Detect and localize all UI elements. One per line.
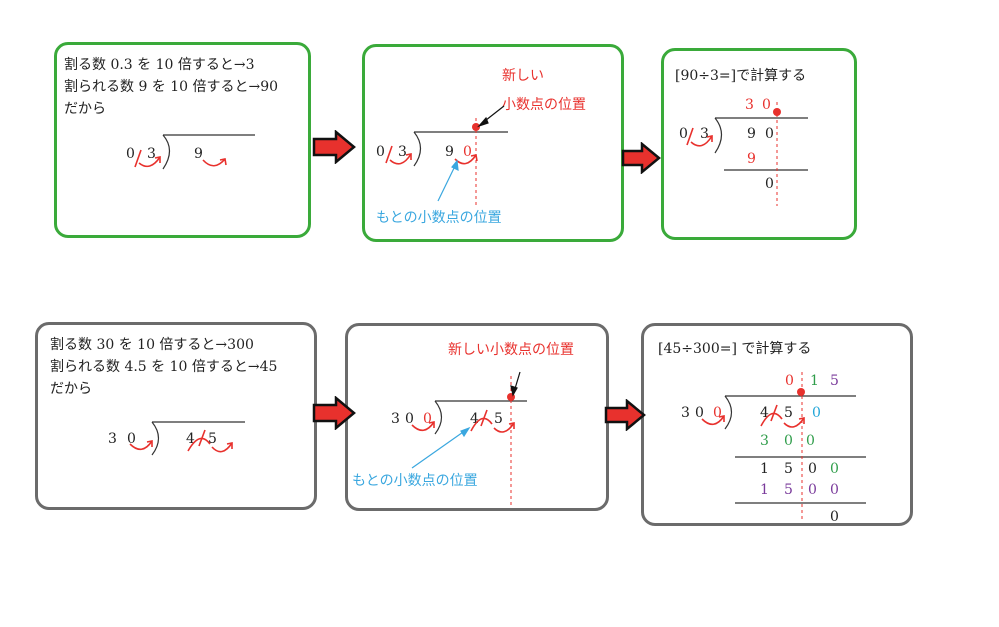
calc-title: [45÷300=] で計算する xyxy=(658,341,812,357)
arrow-right-icon xyxy=(312,130,356,164)
divisor-digit: 0 xyxy=(423,411,432,427)
calc-title: [90÷3=]で計算する xyxy=(675,68,807,84)
dividend-digit: 0 xyxy=(765,126,774,142)
dividend-digit: 5 xyxy=(784,405,793,421)
dividend-digit: 0 xyxy=(463,144,472,160)
remainder-digit: 0 xyxy=(808,461,817,477)
quotient-digit: 0 xyxy=(785,373,794,389)
divisor-digit: 3 xyxy=(398,144,407,160)
divisor-digit: 0 xyxy=(405,411,414,427)
divisor-digit: 3 xyxy=(108,431,117,447)
quotient-digit: 0 xyxy=(762,97,771,113)
panel-top-middle xyxy=(362,44,624,242)
quotient-digit: 3 xyxy=(745,97,754,113)
text-line-3: だから xyxy=(50,381,92,397)
divisor-digit: 0 xyxy=(695,405,704,421)
remainder-digit: 1 xyxy=(760,461,769,477)
new-point-label: 新しい小数点の位置 xyxy=(448,342,574,358)
quotient-digit: 5 xyxy=(830,373,839,389)
dividend-digit: 5 xyxy=(208,431,217,447)
dividend-digit: 0 xyxy=(812,405,821,421)
dividend-digit: 9 xyxy=(194,146,203,162)
text-line-1: 割る数 30 を 10 倍すると→300 xyxy=(50,337,254,353)
arrow-right-icon xyxy=(621,142,661,174)
dividend-digit: 4 xyxy=(470,411,479,427)
divisor-digit: 3 xyxy=(681,405,690,421)
remainder-digit: 0 xyxy=(830,509,839,525)
dividend-digit: 9 xyxy=(445,144,454,160)
arrow-right-icon xyxy=(604,399,646,431)
new-point-label: 小数点の位置 xyxy=(502,97,586,113)
dividend-digit: 4 xyxy=(186,431,195,447)
subtraction-digit: 0 xyxy=(784,433,793,449)
dividend-digit: 4 xyxy=(760,405,769,421)
text-line-2: 割られる数 9 を 10 倍すると→90 xyxy=(64,79,279,95)
divisor-digit: 0 xyxy=(679,126,688,142)
dividend-digit: 9 xyxy=(747,126,756,142)
divisor-digit: 0 xyxy=(126,146,135,162)
remainder-digit: 0 xyxy=(765,176,774,192)
original-point-label: もとの小数点の位置 xyxy=(352,473,478,489)
text-line-1: 割る数 0.3 を 10 倍すると→3 xyxy=(64,57,255,73)
subtraction-digit: 5 xyxy=(784,482,793,498)
divisor-digit: 3 xyxy=(391,411,400,427)
subtraction-digit: 0 xyxy=(830,482,839,498)
divisor-digit: 0 xyxy=(376,144,385,160)
arrow-right-icon xyxy=(312,396,356,430)
divisor-digit: 0 xyxy=(127,431,136,447)
subtraction-digit: 3 xyxy=(760,433,769,449)
remainder-digit: 0 xyxy=(830,461,839,477)
subtraction-digit: 9 xyxy=(747,151,756,167)
new-point-label: 新しい xyxy=(502,68,544,84)
divisor-digit: 3 xyxy=(700,126,709,142)
original-point-label: もとの小数点の位置 xyxy=(376,210,502,226)
panel-bottom-right xyxy=(641,323,913,526)
remainder-digit: 5 xyxy=(784,461,793,477)
panel-top-left xyxy=(54,42,311,238)
divisor-digit: 0 xyxy=(713,405,722,421)
subtraction-digit: 0 xyxy=(808,482,817,498)
text-line-2: 割られる数 4.5 を 10 倍すると→45 xyxy=(50,359,278,375)
subtraction-digit: 0 xyxy=(806,433,815,449)
quotient-digit: 1 xyxy=(810,373,819,389)
text-line-3: だから xyxy=(64,101,106,117)
divisor-digit: 3 xyxy=(147,146,156,162)
subtraction-digit: 1 xyxy=(760,482,769,498)
dividend-digit: 5 xyxy=(494,411,503,427)
